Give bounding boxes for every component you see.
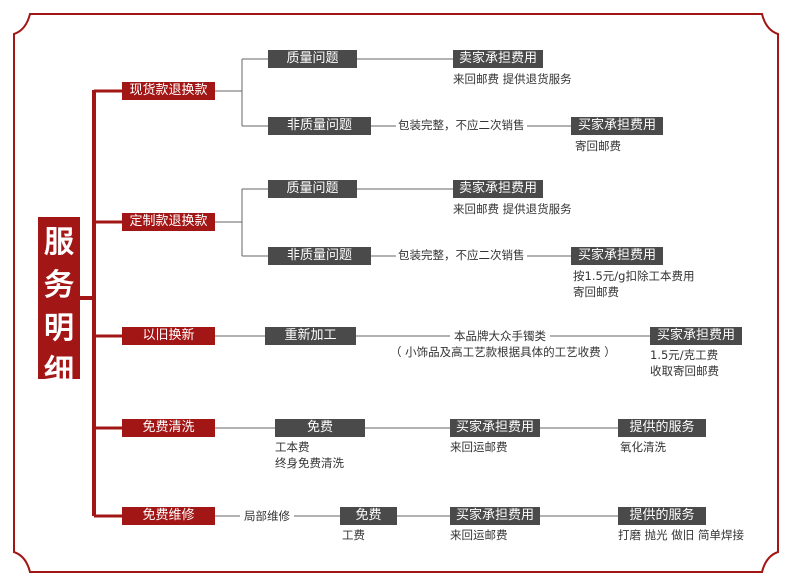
note-package-intact-2: 包装完整，不应二次销售: [396, 247, 527, 263]
category-free-repair: 免费维修: [122, 507, 215, 525]
detail-r4-step-1: 工本费: [275, 440, 310, 454]
result-seller-pays-1: 卖家承担费用: [453, 50, 543, 68]
detail-r3-2: 收取寄回邮费: [650, 364, 719, 378]
detail-r4-result: 氧化清洗: [620, 440, 666, 454]
detail-r4-step-2: 终身免费清洗: [275, 456, 344, 470]
detail-r2b-2: 寄回邮费: [573, 285, 619, 299]
service-details-title: 服 务 明 细: [38, 217, 80, 389]
note-package-intact-1: 包装完整，不应二次销售: [396, 117, 527, 133]
result-service-4: 提供的服务: [618, 419, 706, 437]
detail-r5-mid: 来回运邮费: [450, 528, 508, 542]
title-char-4: 细: [44, 354, 74, 389]
detail-r2a: 来回邮费 提供退货服务: [453, 202, 572, 216]
note-brand-bangles: 本品牌大众手镯类: [450, 328, 550, 344]
category-free-cleaning: 免费清洗: [122, 419, 215, 437]
result-buyer-pays-1: 买家承担费用: [571, 117, 663, 135]
step-reprocess: 重新加工: [265, 327, 356, 345]
cond-non-quality-issue-1: 非质量问题: [268, 117, 371, 135]
step-free-repair: 免费: [340, 507, 397, 525]
cond-quality-issue-1: 质量问题: [268, 50, 357, 68]
detail-r1a: 来回邮费 提供退货服务: [453, 72, 572, 86]
result-service-5: 提供的服务: [618, 507, 706, 525]
note-partial-repair: 局部维修: [240, 508, 294, 524]
detail-r5-result: 打磨 抛光 做旧 简单焊接: [618, 528, 744, 542]
title-char-2: 务: [44, 268, 74, 303]
title-char-1: 服: [44, 225, 74, 260]
mid-buyer-pays-5: 买家承担费用: [450, 507, 540, 525]
detail-r3-1: 1.5元/克工费: [650, 348, 719, 362]
cond-quality-issue-2: 质量问题: [268, 180, 357, 198]
category-spot-goods-return: 现货款退换款: [122, 82, 215, 100]
title-char-3: 明: [44, 311, 74, 346]
detail-r1b: 寄回邮费: [575, 139, 621, 153]
category-trade-in: 以旧换新: [122, 327, 215, 345]
result-buyer-pays-3: 买家承担费用: [650, 327, 742, 345]
detail-r5-step: 工费: [342, 528, 365, 542]
mid-buyer-pays-4: 买家承担费用: [450, 419, 540, 437]
detail-r4-mid: 来回运邮费: [450, 440, 508, 454]
step-free-cleaning: 免费: [275, 419, 365, 437]
cond-non-quality-issue-2: 非质量问题: [268, 247, 371, 265]
detail-r2b-1: 按1.5元/g扣除工本费用: [573, 269, 695, 283]
note-craft-fee: （ 小饰品及高工艺款根据具体的工艺收费 ）: [390, 345, 616, 359]
result-seller-pays-2: 卖家承担费用: [453, 180, 543, 198]
decorative-frame: [13, 13, 779, 573]
result-buyer-pays-2: 买家承担费用: [571, 247, 663, 265]
category-custom-return: 定制款退换款: [122, 213, 215, 231]
